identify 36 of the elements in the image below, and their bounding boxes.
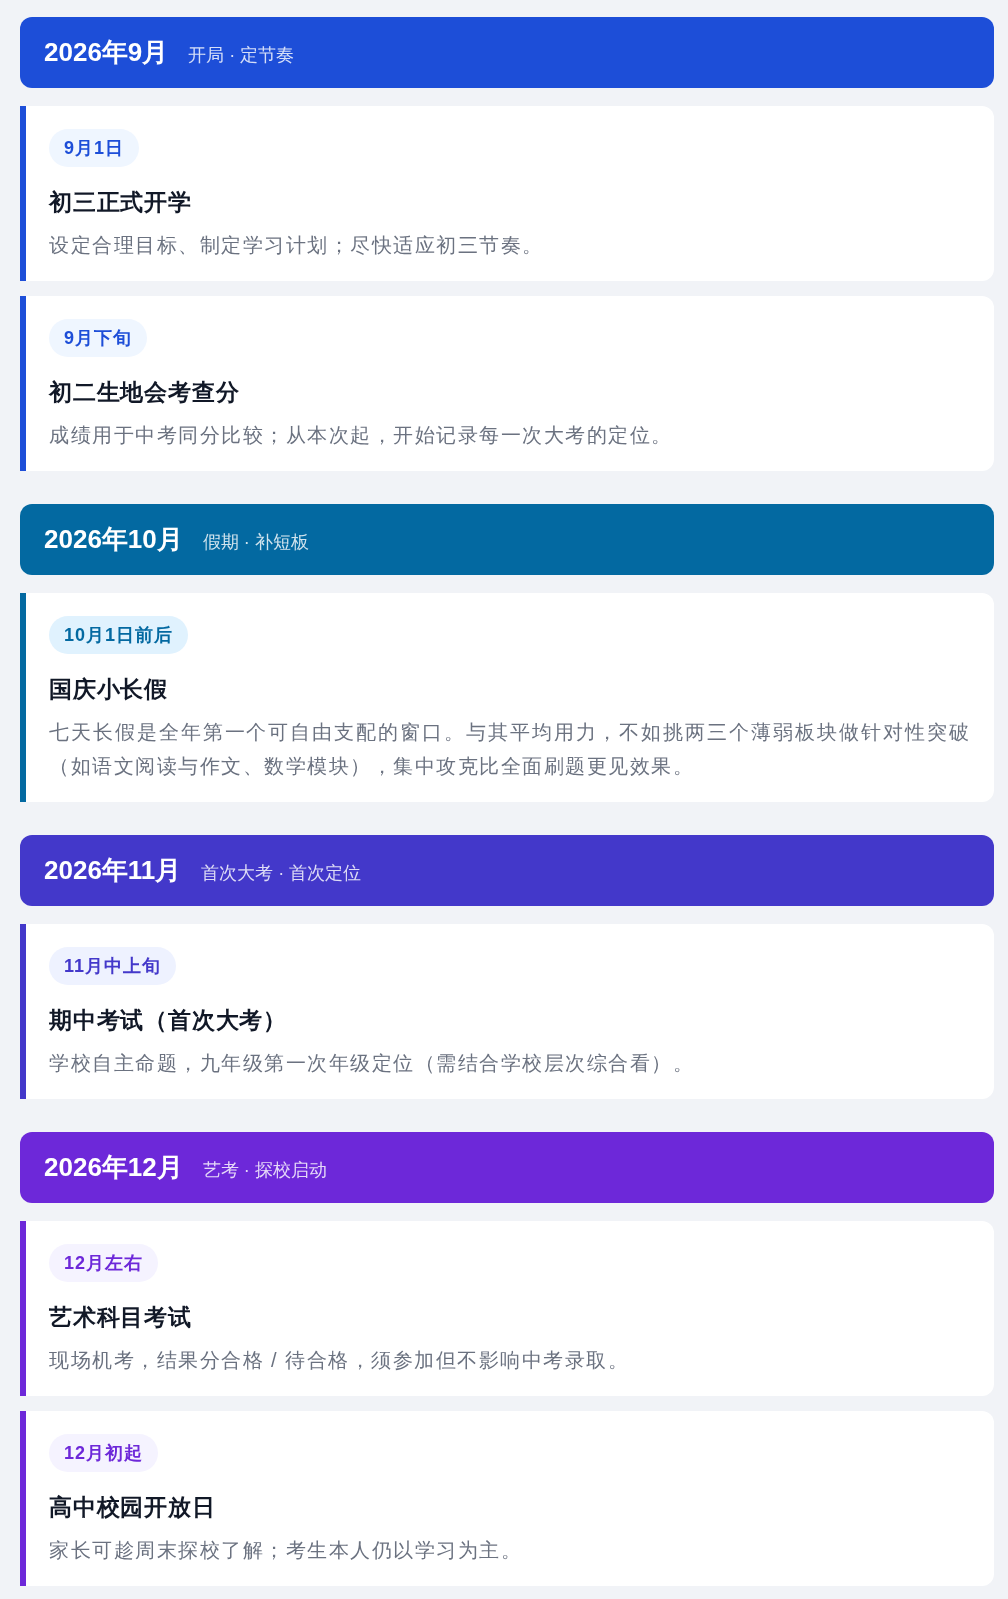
month-title: 2026年9月 — [44, 37, 169, 67]
month-title: 2026年10月 — [44, 524, 183, 554]
date-badge: 12月左右 — [49, 1244, 159, 1282]
date-badge: 9月下旬 — [49, 319, 147, 357]
date-badge: 11月中上旬 — [49, 947, 177, 985]
event-description: 学校自主命题，九年级第一次年级定位（需结合学校层次综合看）。 — [49, 1051, 695, 1076]
date-badge: 12月初起 — [49, 1434, 159, 1472]
month-title: 2026年12月 — [44, 1152, 183, 1182]
section-subtitle: 首次大考 · 首次定位 — [201, 863, 362, 883]
section-header — [20, 835, 994, 906]
section-subtitle: 假期 · 补短板 — [202, 532, 309, 552]
date-badge: 9月1日 — [49, 129, 140, 167]
event-card — [20, 296, 994, 471]
event-title: 国庆小长假 — [49, 675, 169, 704]
section-header — [20, 504, 994, 575]
event-description: 现场机考，结果分合格 / 待合格，须参加但不影响中考录取。 — [49, 1348, 631, 1373]
section-header — [20, 17, 994, 88]
event-description: 七天长假是全年第一个可自由支配的窗口。与其平均用力，不如挑两三个薄弱板块做针对性突破（如语文阅读与作文、数学模块），集中攻克比全面刷题更见效果。 — [49, 720, 970, 779]
event-title: 初三正式开学 — [49, 188, 193, 217]
event-title: 高中校园开放日 — [49, 1493, 217, 1522]
event-card — [20, 924, 994, 1099]
event-card — [20, 593, 994, 802]
event-title: 期中考试（首次大考） — [49, 1006, 288, 1035]
event-title: 艺术科目考试 — [49, 1303, 193, 1332]
event-card — [20, 1411, 994, 1586]
section-subtitle: 艺考 · 探校启动 — [202, 1160, 327, 1180]
month-title: 2026年11月 — [44, 855, 182, 885]
event-description: 设定合理目标、制定学习计划；尽快适应初三节奏。 — [49, 233, 545, 258]
section-header — [20, 1132, 994, 1203]
event-card — [20, 106, 994, 281]
event-description: 成绩用于中考同分比较；从本次起，开始记录每一次大考的定位。 — [49, 423, 674, 448]
date-badge: 10月1日前后 — [49, 616, 189, 654]
event-title: 初二生地会考查分 — [49, 378, 241, 407]
section-subtitle: 开局 · 定节奏 — [188, 45, 295, 65]
event-description: 家长可趁周末探校了解；考生本人仍以学习为主。 — [49, 1538, 523, 1563]
event-card — [20, 1221, 994, 1396]
